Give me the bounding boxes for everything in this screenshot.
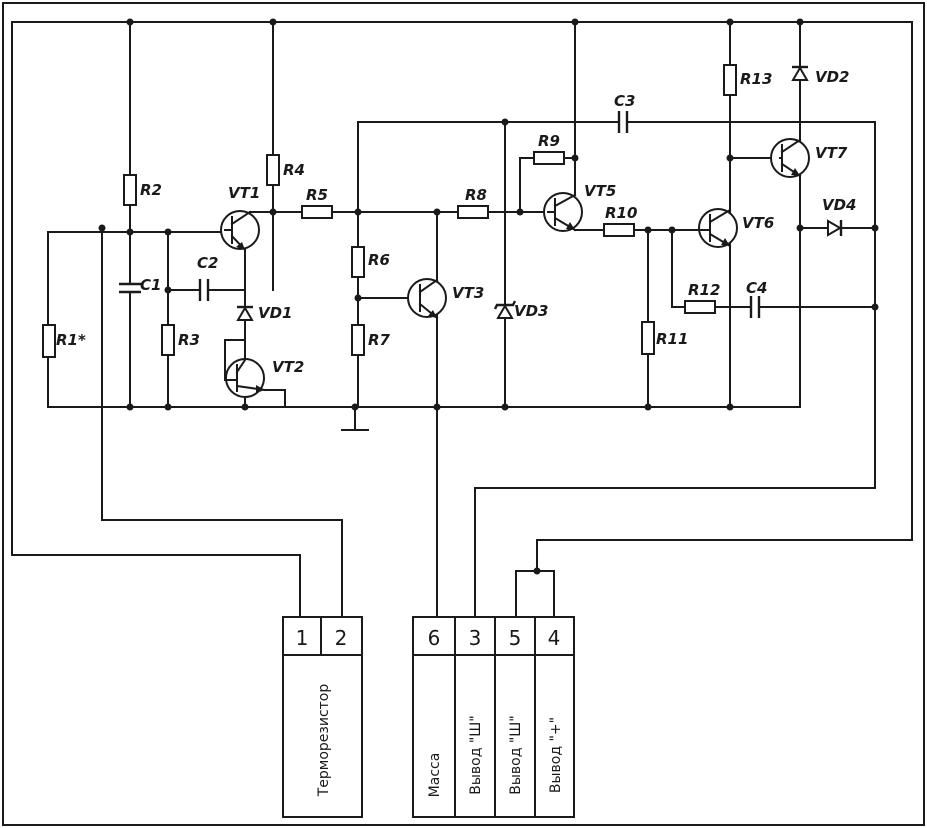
resistor-r6 bbox=[351, 246, 365, 278]
label-vd2: VD2 bbox=[815, 68, 850, 86]
resistor-r9 bbox=[533, 151, 565, 165]
transistor-vt2 bbox=[224, 358, 267, 398]
resistor-r10 bbox=[603, 223, 635, 237]
label-r4: R4 bbox=[283, 161, 305, 179]
resistor-r5 bbox=[301, 205, 333, 219]
label-r12: R12 bbox=[688, 281, 720, 299]
transistor-vt1 bbox=[220, 210, 260, 252]
resistor-r8 bbox=[457, 205, 489, 219]
connector-main: 6 3 5 4 Масса Вывод "Ш" Вывод "Ш" Вывод … bbox=[412, 616, 575, 818]
capacitor-c1 bbox=[118, 282, 142, 294]
transistor-vt3 bbox=[407, 211, 447, 320]
label-r5: R5 bbox=[306, 186, 328, 204]
label-r2: R2 bbox=[140, 181, 162, 199]
resistor-r1 bbox=[42, 324, 56, 358]
label-vt5: VT5 bbox=[584, 182, 616, 200]
resistor-r12 bbox=[684, 300, 716, 314]
connector-thermistor: 1 2 Терморезистор bbox=[282, 616, 363, 818]
label-c3: C3 bbox=[614, 92, 635, 110]
resistor-r3 bbox=[161, 324, 175, 356]
capacitor-c4 bbox=[749, 296, 761, 320]
pin-4-label: 4 bbox=[548, 626, 561, 650]
label-vd4: VD4 bbox=[822, 196, 857, 214]
thermistor-label: Терморезистор bbox=[316, 684, 332, 798]
transistor-vt5 bbox=[543, 192, 583, 232]
resistor-r2 bbox=[123, 174, 137, 206]
transistor-vt6 bbox=[698, 208, 738, 248]
diode-vd1 bbox=[236, 305, 254, 321]
junction-dots bbox=[98, 18, 879, 575]
diode-vd4 bbox=[827, 219, 843, 237]
label-r3: R3 bbox=[178, 331, 200, 349]
label-vt7: VT7 bbox=[815, 144, 848, 162]
component-labels: R1* R2 R3 R4 R5 R6 R7 R8 R9 R10 R11 R12 … bbox=[56, 68, 857, 376]
massa-label: Масса bbox=[427, 753, 443, 798]
pin-6-label: 6 bbox=[428, 626, 441, 650]
pin-2-label: 2 bbox=[335, 626, 348, 650]
capacitor-c3 bbox=[617, 111, 629, 135]
pin-5-label: 5 bbox=[509, 626, 522, 650]
vyvod-sh-label-1: Вывод "Ш" bbox=[468, 715, 484, 794]
capacitors bbox=[118, 111, 761, 320]
wires bbox=[11, 21, 913, 618]
resistor-r4 bbox=[266, 154, 280, 186]
diodes bbox=[236, 65, 843, 321]
label-vt1: VT1 bbox=[228, 184, 260, 202]
diode-vd3 bbox=[493, 300, 517, 319]
label-c2: C2 bbox=[197, 254, 218, 272]
label-r7: R7 bbox=[368, 331, 391, 349]
label-r11: R11 bbox=[656, 330, 688, 348]
resistor-r11 bbox=[641, 321, 655, 355]
capacitor-c2 bbox=[198, 279, 210, 303]
label-vt6: VT6 bbox=[742, 214, 774, 232]
vyvod-plus-label: Вывод "+" bbox=[548, 717, 564, 793]
pin-1-label: 1 bbox=[296, 626, 309, 650]
label-r6: R6 bbox=[368, 251, 390, 269]
label-c1: C1 bbox=[140, 276, 161, 294]
label-r9: R9 bbox=[538, 132, 560, 150]
diode-vd2 bbox=[791, 65, 809, 81]
resistor-r13 bbox=[723, 64, 737, 96]
label-r1: R1* bbox=[56, 331, 86, 349]
label-c4: C4 bbox=[746, 279, 767, 297]
transistors bbox=[220, 138, 810, 398]
resistors bbox=[42, 64, 737, 358]
label-vd3: VD3 bbox=[514, 302, 549, 320]
pin-3-label: 3 bbox=[469, 626, 482, 650]
vyvod-sh-label-2: Вывод "Ш" bbox=[508, 715, 524, 794]
label-r13: R13 bbox=[740, 70, 772, 88]
resistor-r7 bbox=[351, 324, 365, 356]
label-vt3: VT3 bbox=[452, 284, 484, 302]
label-vd1: VD1 bbox=[258, 304, 293, 322]
label-r8: R8 bbox=[465, 186, 487, 204]
label-vt2: VT2 bbox=[272, 358, 304, 376]
transistor-vt7 bbox=[770, 138, 810, 178]
label-r10: R10 bbox=[605, 204, 637, 222]
